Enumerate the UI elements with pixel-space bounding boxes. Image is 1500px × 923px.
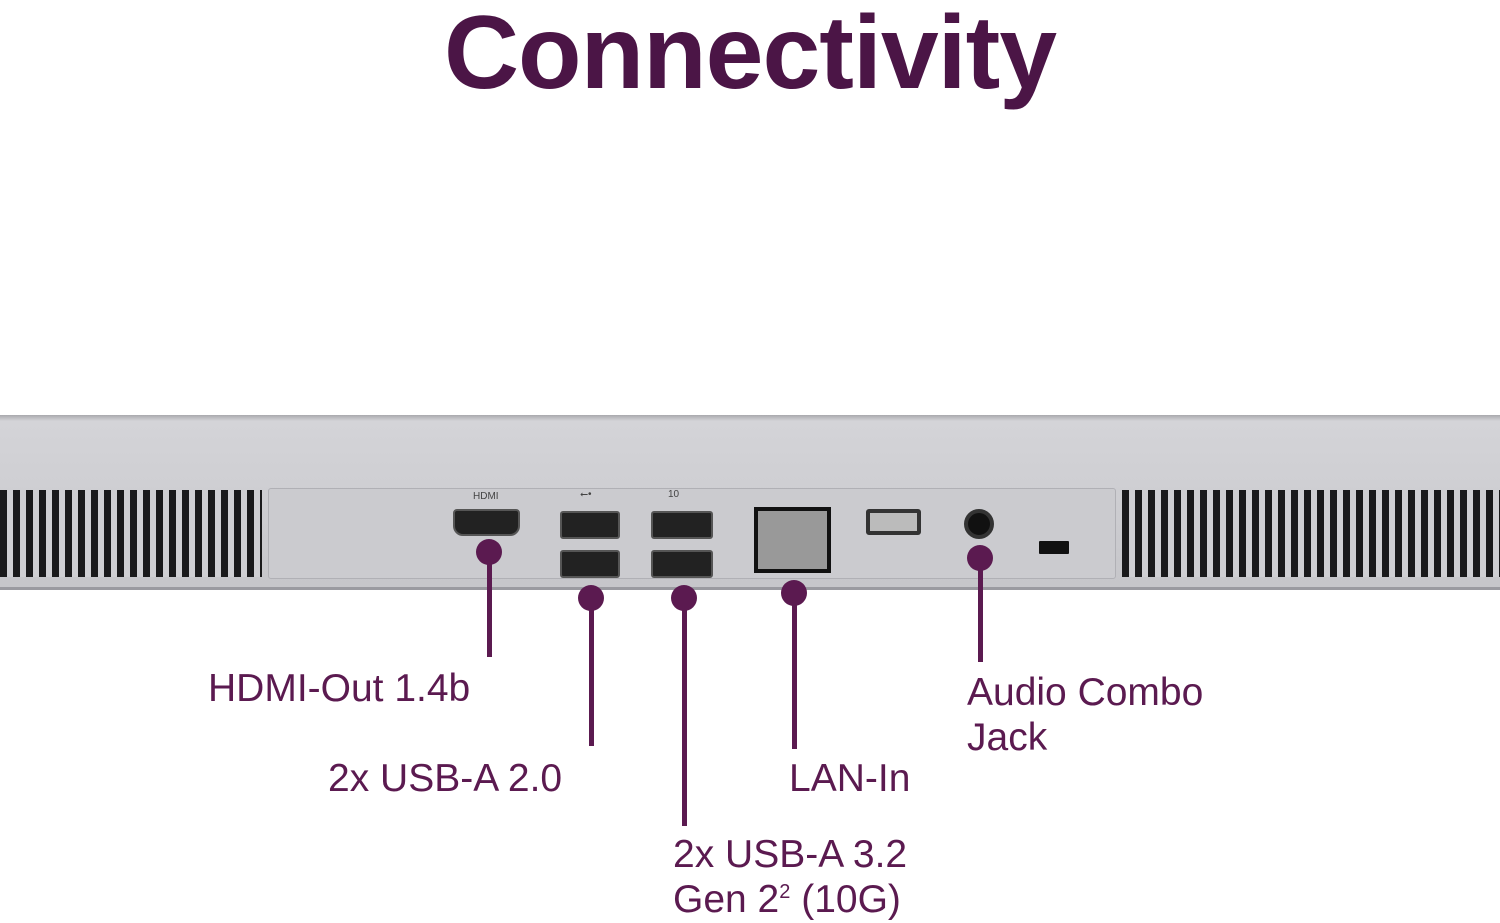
usb3-label-speed: (10G) [790,878,901,921]
usb2-label: 2x USB-A 2.0 [328,757,563,800]
usb3-speed-text: 10 [668,489,680,500]
hdmi-callout-line [487,552,492,657]
lan-label: LAN-In [789,757,911,800]
audio-label-line2: Jack [967,716,1048,759]
usb3-footnote: 2 [779,881,791,903]
power-port [866,509,921,535]
usb-icon: ⭠• [580,489,592,500]
lock-slot [1039,541,1069,554]
audio-jack [964,509,994,539]
hdmi-symbol: HDMI [473,491,499,502]
page-title: Connectivity [443,0,1057,111]
usb-superspeed-icon: 10 [668,489,679,500]
usb2-port-top [560,511,620,539]
usb3-port-bottom [651,550,713,578]
audio-callout-line [978,558,983,662]
computer-rear-io-panel: HDMI ⭠• 10 [0,415,1500,590]
hdmi-label: HDMI-Out 1.4b [208,667,471,710]
usb3-callout-line [682,598,687,826]
hdmi-port [453,509,520,536]
usb2-callout-line [589,598,594,746]
audio-label-line1: Audio Combo [967,671,1204,714]
left-vent [0,490,262,577]
usb2-port-bottom [560,550,620,578]
usb3-port-top [651,511,713,539]
right-vent [1122,490,1500,577]
lan-port [754,507,831,573]
usb3-label-line1: 2x USB-A 3.2 [673,833,908,876]
usb3-label-gen: Gen 2 [673,878,780,921]
lan-callout-line [792,593,797,749]
